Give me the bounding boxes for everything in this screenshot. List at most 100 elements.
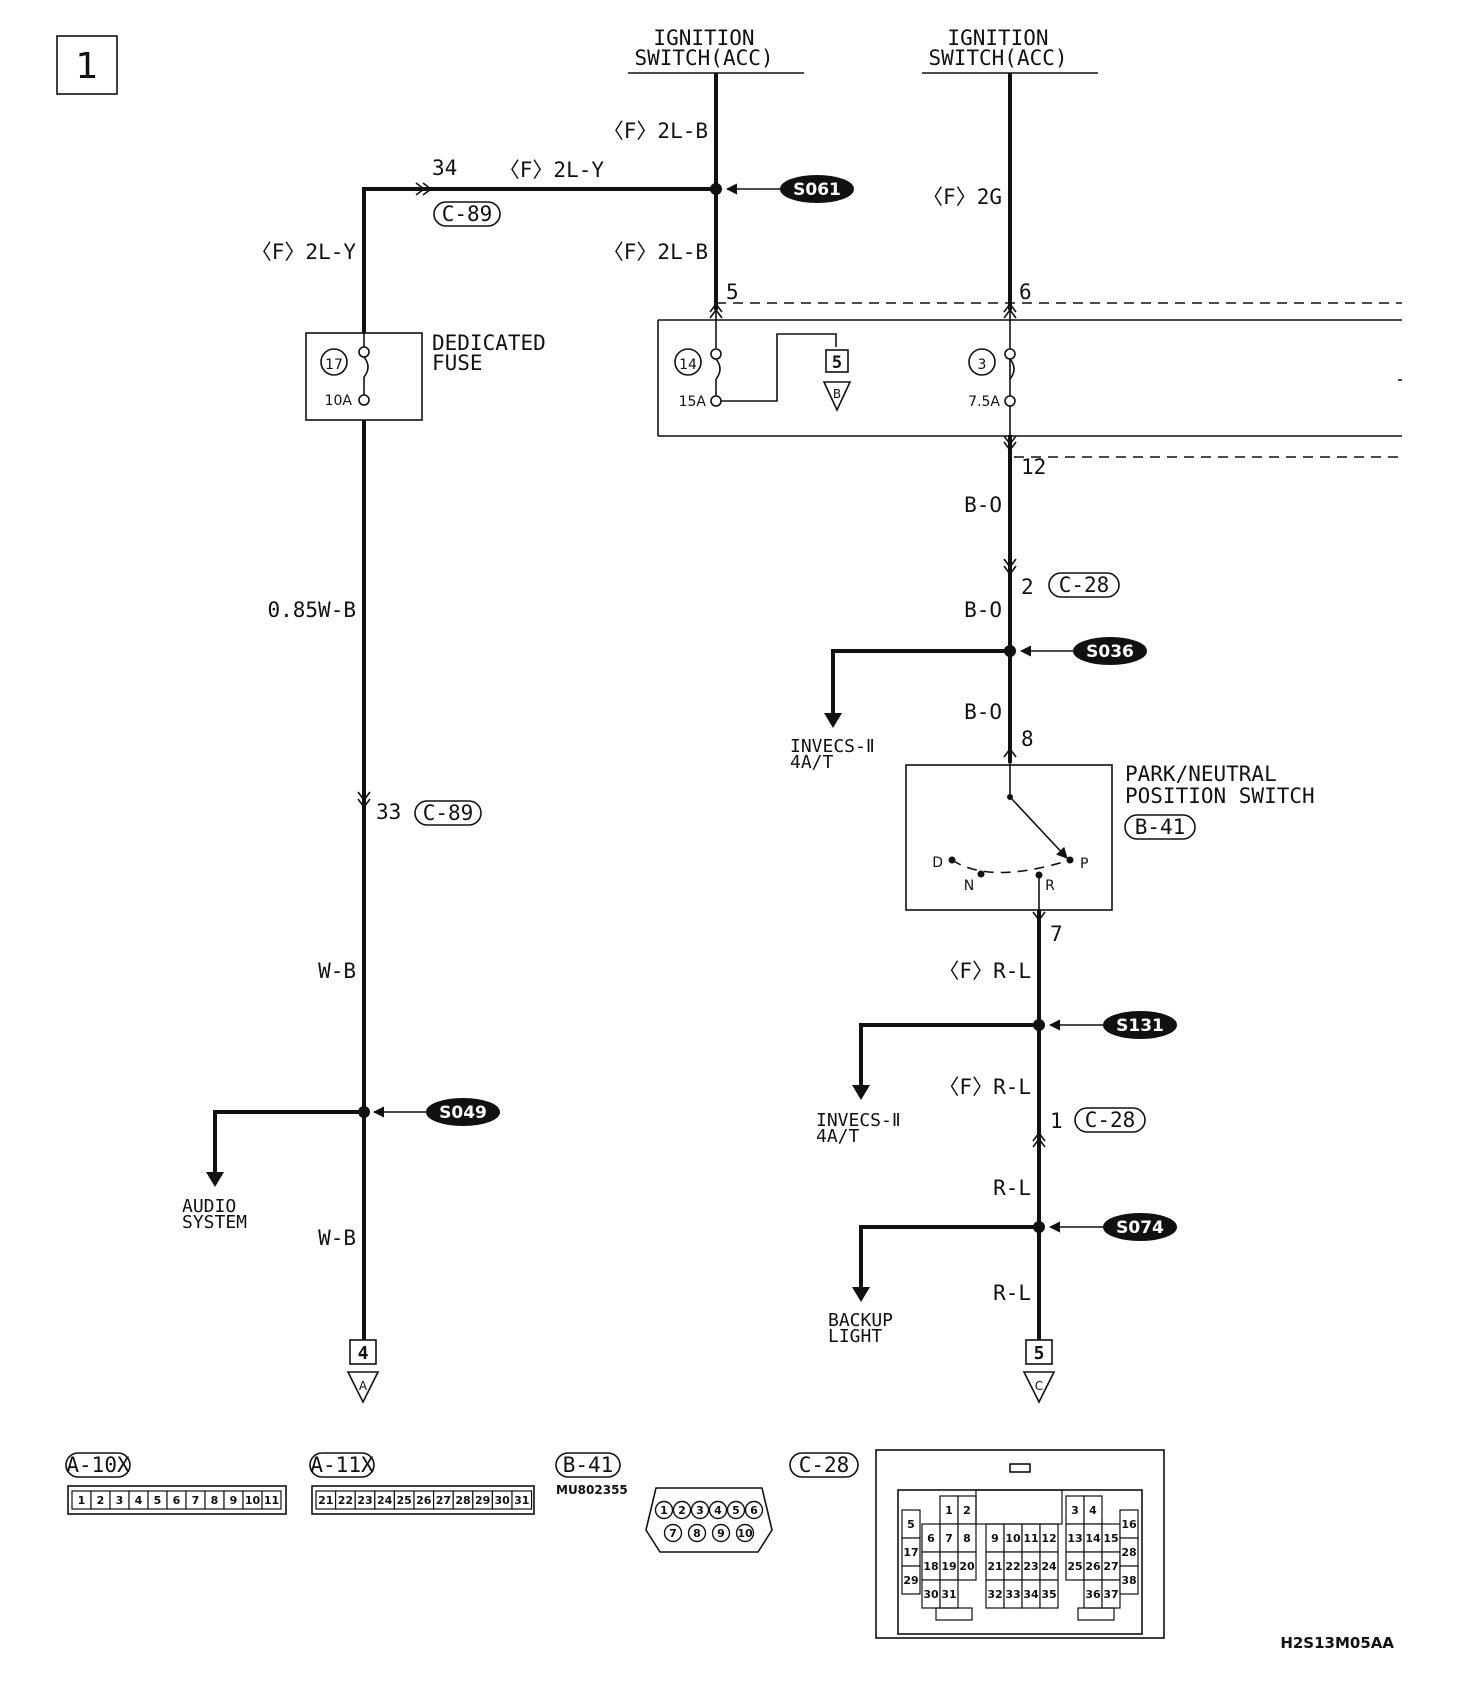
ref-bottom-right: 5 C xyxy=(1022,1339,1056,1404)
ref-bottom-left: 4 A xyxy=(346,1339,380,1404)
fuse-17-rating: 10A xyxy=(325,393,353,409)
pin-5: 5 xyxy=(726,280,739,304)
connector-mark-1 xyxy=(1032,1131,1046,1148)
dest-audio-line1: AUDIO xyxy=(182,1196,236,1217)
fuse-3-rating: 7.5A xyxy=(968,394,1000,410)
svg-text:9: 9 xyxy=(717,1527,725,1540)
park-neutral-switch: D N R P PARK/NEUTRAL POSITION SWITCH B-4… xyxy=(905,762,1315,911)
svg-text:21: 21 xyxy=(318,1494,333,1507)
svg-text:2: 2 xyxy=(678,1504,686,1517)
b41-pin: 10 xyxy=(735,1523,755,1543)
switch-pos-d: D xyxy=(932,855,943,871)
legend-b41-part: MU802355 xyxy=(556,1483,628,1497)
svg-text:3: 3 xyxy=(1071,1504,1079,1517)
svg-text:35: 35 xyxy=(1041,1588,1056,1601)
c28-pin: 32 xyxy=(985,1579,1005,1609)
c28-pin: 37 xyxy=(1101,1579,1121,1609)
wire-label-2l-b-top: 〈F〉2L-B xyxy=(603,119,708,143)
junction-block: 14 15A 5 B 3 7.5A xyxy=(657,302,1402,458)
svg-text:27: 27 xyxy=(1103,1560,1118,1573)
ignition-left-line2: SWITCH(ACC) xyxy=(634,46,773,70)
svg-text:28: 28 xyxy=(1121,1546,1136,1559)
b41-pin: 2 xyxy=(672,1500,692,1520)
svg-text:9: 9 xyxy=(230,1494,238,1507)
switch-connector: B-41 xyxy=(1135,815,1186,839)
connector-c28-top: C-28 xyxy=(1059,573,1110,597)
splice-s036-label: S036 xyxy=(1086,642,1134,662)
connector-c28-bottom: C-28 xyxy=(1085,1108,1136,1132)
c28-pin: 9 xyxy=(985,1523,1005,1553)
wire-label-b-o-1: B-O xyxy=(964,493,1002,517)
svg-text:4: 4 xyxy=(714,1504,722,1517)
svg-text:17: 17 xyxy=(903,1546,918,1559)
b41-pin: 4 xyxy=(708,1500,728,1520)
svg-text:15: 15 xyxy=(1103,1532,1118,1545)
svg-text:3: 3 xyxy=(696,1504,704,1517)
wire-label-w-b-mid: W-B xyxy=(318,959,356,983)
a10x-pin: 3 xyxy=(109,1490,130,1510)
svg-text:7: 7 xyxy=(192,1494,200,1507)
svg-text:3: 3 xyxy=(116,1494,124,1507)
b41-pin: 1 xyxy=(654,1500,674,1520)
c28-pin: 22 xyxy=(1003,1551,1023,1581)
splice-s074-label: S074 xyxy=(1116,1218,1164,1238)
svg-text:5: 5 xyxy=(154,1494,162,1507)
fuse-14-number: 14 xyxy=(679,357,697,373)
a11x-pin: 27 xyxy=(433,1490,454,1510)
svg-text:5: 5 xyxy=(732,1504,740,1517)
switch-title1: PARK/NEUTRAL xyxy=(1125,762,1277,786)
svg-text:8: 8 xyxy=(963,1532,971,1545)
b41-pin: 6 xyxy=(744,1500,764,1520)
wire-invecs-branch-a xyxy=(831,649,1010,716)
wire-label-w-b-bottom: W-B xyxy=(318,1226,356,1250)
c28-pin: 3 xyxy=(1065,1495,1085,1525)
ignition-right-line1: IGNITION xyxy=(947,26,1048,50)
c28-pin: 27 xyxy=(1101,1551,1121,1581)
legend-a11x-name: A-11X xyxy=(310,1453,374,1477)
svg-text:19: 19 xyxy=(941,1560,956,1573)
splice-s131: S131 xyxy=(1033,1011,1177,1039)
svg-text:21: 21 xyxy=(987,1560,1002,1573)
svg-text:33: 33 xyxy=(1005,1588,1020,1601)
ignition-left-line1: IGNITION xyxy=(653,26,754,50)
svg-text:25: 25 xyxy=(397,1494,412,1507)
splice-s036: S036 xyxy=(1004,637,1147,665)
svg-text:16: 16 xyxy=(1121,1518,1137,1531)
dest-invecs-a-line2: 4A/T xyxy=(790,752,834,773)
b41-pin: 5 xyxy=(726,1500,746,1520)
pin-2: 2 xyxy=(1021,575,1034,599)
svg-text:27: 27 xyxy=(436,1494,451,1507)
c28-pin: 20 xyxy=(957,1551,977,1581)
connector-mark-12 xyxy=(1003,435,1017,452)
wire-label-r-l-4: R-L xyxy=(993,1281,1031,1305)
c28-pin: 38 xyxy=(1119,1565,1139,1595)
connector-mark-8 xyxy=(1003,747,1017,758)
a11x-pin: 29 xyxy=(472,1490,493,1510)
a10x-pin: 2 xyxy=(90,1490,111,1510)
pin-1: 1 xyxy=(1050,1109,1063,1133)
svg-text:23: 23 xyxy=(1023,1560,1038,1573)
a10x-pin: 8 xyxy=(204,1490,225,1510)
c28-pin: 13 xyxy=(1065,1523,1085,1553)
ref-bottom-right-number: 5 xyxy=(1034,1343,1045,1364)
ref-mid-letter: B xyxy=(833,387,841,401)
ignition-switch-right: IGNITION SWITCH(ACC) xyxy=(922,26,1098,74)
wire-label-085w-b: 0.85W-B xyxy=(267,598,356,622)
svg-text:37: 37 xyxy=(1103,1588,1118,1601)
svg-text:2: 2 xyxy=(97,1494,105,1507)
drawing-code: H2S13M05AA xyxy=(1280,1634,1394,1652)
wire-label-r-l-2: 〈F〉R-L xyxy=(938,1075,1031,1099)
a10x-pin: 6 xyxy=(166,1490,187,1510)
a11x-pin: 21 xyxy=(315,1490,337,1510)
splice-s061-label: S061 xyxy=(793,180,841,200)
b41-pin: 7 xyxy=(663,1523,683,1543)
dedicated-fuse-label2: FUSE xyxy=(432,351,483,375)
pin-34: 34 xyxy=(432,156,457,180)
c28-pin: 4 xyxy=(1083,1495,1103,1525)
svg-text:30: 30 xyxy=(495,1494,511,1507)
svg-text:20: 20 xyxy=(959,1560,975,1573)
a10x-pin: 1 xyxy=(71,1490,92,1510)
